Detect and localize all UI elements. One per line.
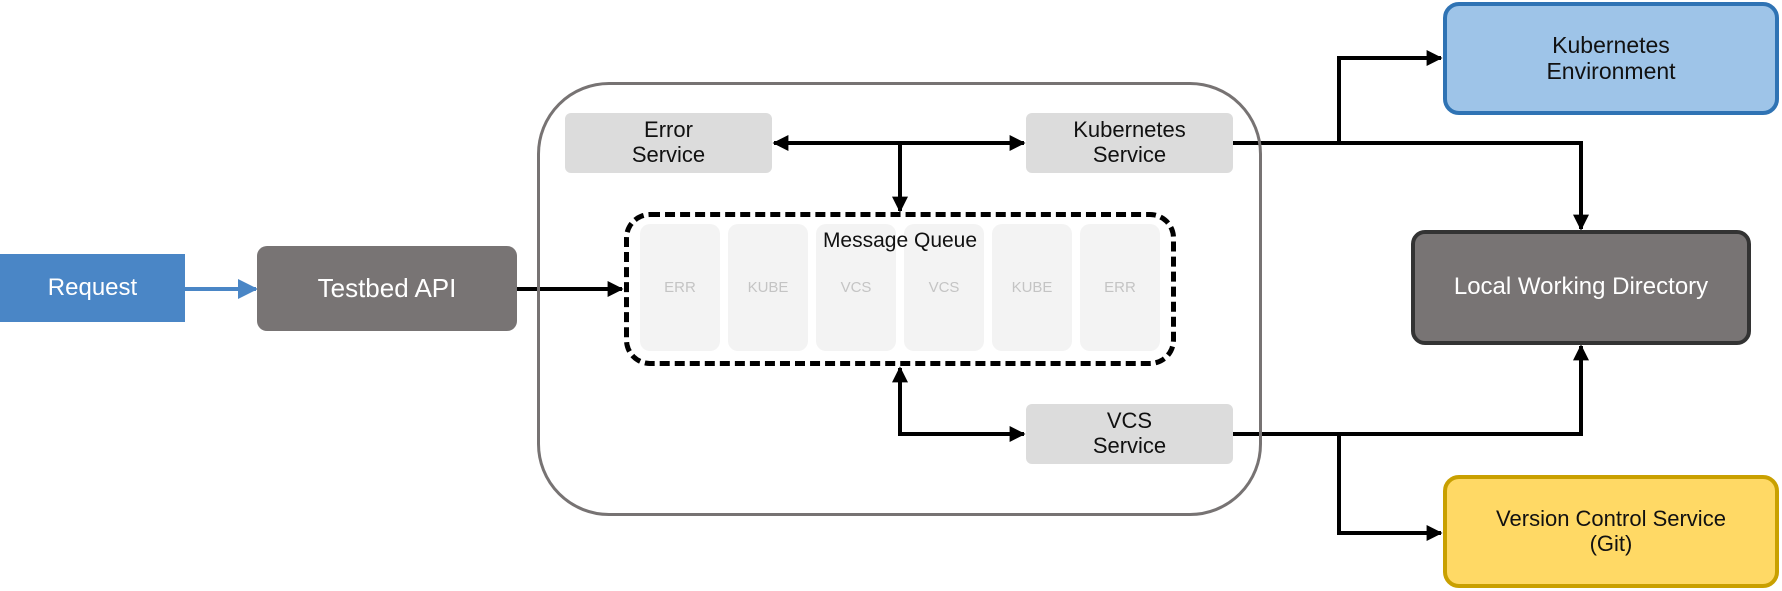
version-control-service-node: Version Control Service (Git) <box>1443 475 1779 588</box>
queue-slot: KUBE <box>992 224 1072 351</box>
request-label: Request <box>47 273 138 301</box>
testbed-api-node: Testbed API <box>257 246 517 331</box>
kubernetes-environment-node: Kubernetes Environment <box>1443 2 1779 115</box>
testbed-api-label: Testbed API <box>317 272 457 303</box>
error-service-label-line1: Error <box>644 117 693 143</box>
vcs-service-label-line2: Service <box>1092 433 1167 458</box>
message-queue-title: Message Queue <box>822 229 978 252</box>
message-queue <box>624 212 1176 366</box>
services-container <box>537 82 1262 516</box>
queue-slot: ERR <box>1080 224 1160 351</box>
kubernetes-service-node: Kubernetes Service <box>1026 113 1233 173</box>
error-service-node: Error Service <box>565 113 772 173</box>
queue-slot: VCS <box>816 224 896 351</box>
kubernetes-service-label-line2: Service <box>1092 142 1167 167</box>
request-node: Request <box>0 254 185 322</box>
arrow-queue-vcs-bidirectional <box>892 366 1026 442</box>
local-working-directory-node: Local Working Directory <box>1411 230 1751 345</box>
queue-slot: KUBE <box>728 224 808 351</box>
kubernetes-service-label-line1: Kubernetes <box>1073 117 1186 143</box>
error-service-label-line2: Service <box>631 142 706 167</box>
queue-slot: VCS <box>904 224 984 351</box>
arrow-kubernetes-service-to-environment <box>1233 50 1443 145</box>
kubernetes-environment-label-line2: Environment <box>1546 57 1676 84</box>
arrow-vcs-service-to-working-dir <box>1233 344 1589 436</box>
arrow-vcs-service-to-git <box>1337 434 1443 541</box>
version-control-service-label-line2: (Git) <box>1589 530 1633 556</box>
vcs-service-node: VCS Service <box>1026 404 1233 464</box>
kubernetes-environment-label-line1: Kubernetes <box>1552 31 1670 58</box>
version-control-service-label-line1: Version Control Service <box>1496 505 1726 531</box>
arrow-kubernetes-service-to-working-dir <box>1339 141 1589 231</box>
vcs-service-label-line1: VCS <box>1106 408 1153 434</box>
queue-slot: ERR <box>640 224 720 351</box>
local-working-directory-label: Local Working Directory <box>1453 273 1709 301</box>
